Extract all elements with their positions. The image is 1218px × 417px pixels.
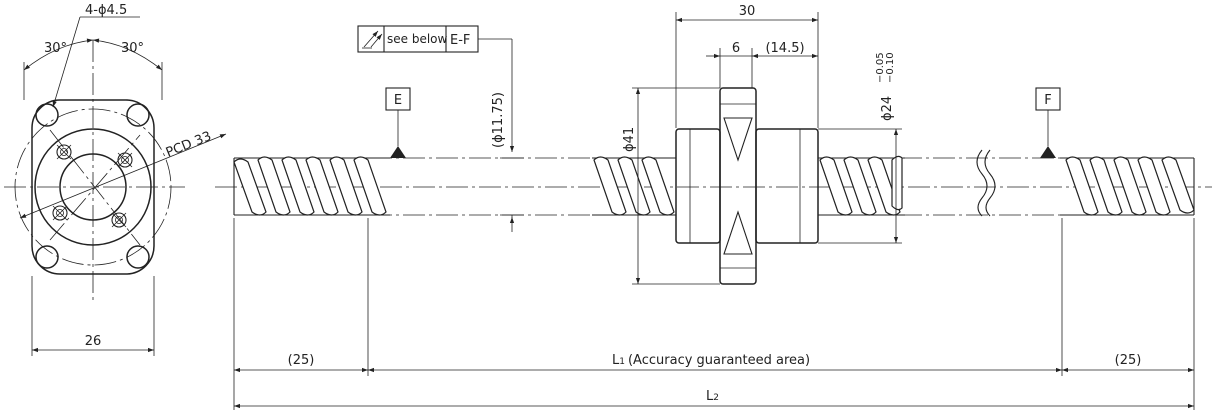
tapped-hole [52,205,68,221]
flange-diameter: ϕ41 [622,127,637,152]
tolerance-frame: see below E-F [357,25,515,152]
hole-callout: 4-ϕ4.5 [85,3,127,18]
l2-subscript: 2 [713,393,719,403]
datum-e-label: E [394,93,402,108]
thread-section-mid-left [592,156,676,216]
nut-right-body [755,128,819,244]
datum-f-label: F [1044,93,1051,108]
end-length-right: (25) [1115,353,1142,368]
thread-section-mid-right [818,155,905,216]
flange-offset: (14.5) [765,41,804,56]
tolerance-datum-ref: E-F [450,33,470,48]
body-tolerance-upper: −0.05 [875,52,886,83]
pcd-label: PCD 33 [164,129,214,161]
body-tolerance-lower: −0.10 [885,52,896,83]
hole-callout-leader [52,16,81,108]
mounting-hole [126,245,150,269]
ball-nut [675,87,819,285]
angle-arc-left [23,38,94,71]
l1-label: L1(Accuracy guaranteed area) [612,353,810,368]
nut-flange [719,87,757,285]
l1-symbol: L [612,353,620,368]
l1-caption: (Accuracy guaranteed area) [628,353,810,368]
break-mark [976,149,996,217]
mounting-hole [35,245,59,269]
l2-symbol: L [706,389,714,404]
tolerance-note: see below [387,32,448,46]
flange-end-view: 4-ϕ4.5 30° 30° PCD 33 26 [4,3,227,356]
angle-right-label: 30° [121,41,144,56]
nut-length: 30 [739,4,756,19]
l2-label: L2 [706,389,719,404]
thread-section-right [1060,156,1195,216]
end-length-left: (25) [288,353,315,368]
tapped-hole [56,144,72,160]
mounting-hole [35,103,59,127]
tapped-hole [117,152,133,168]
flange-thickness: 6 [732,41,740,56]
shaft-diameter: (ϕ11.75) [491,92,506,148]
thread-section-left [233,156,390,216]
shaft-side-view: E F see below E-F (ϕ11.75) 30 [215,4,1212,410]
body-diameter: ϕ24 [880,96,895,121]
angle-left-label: 30° [44,41,67,56]
datum-e-triangle [390,146,406,158]
angle-arc-right [92,38,163,71]
pcd-leader [19,133,227,219]
datum-f-triangle [1040,146,1056,158]
l1-subscript: 1 [619,357,625,367]
mounting-hole [126,103,150,127]
width-dimension: 26 [85,334,102,349]
nut-left-body [675,128,721,244]
